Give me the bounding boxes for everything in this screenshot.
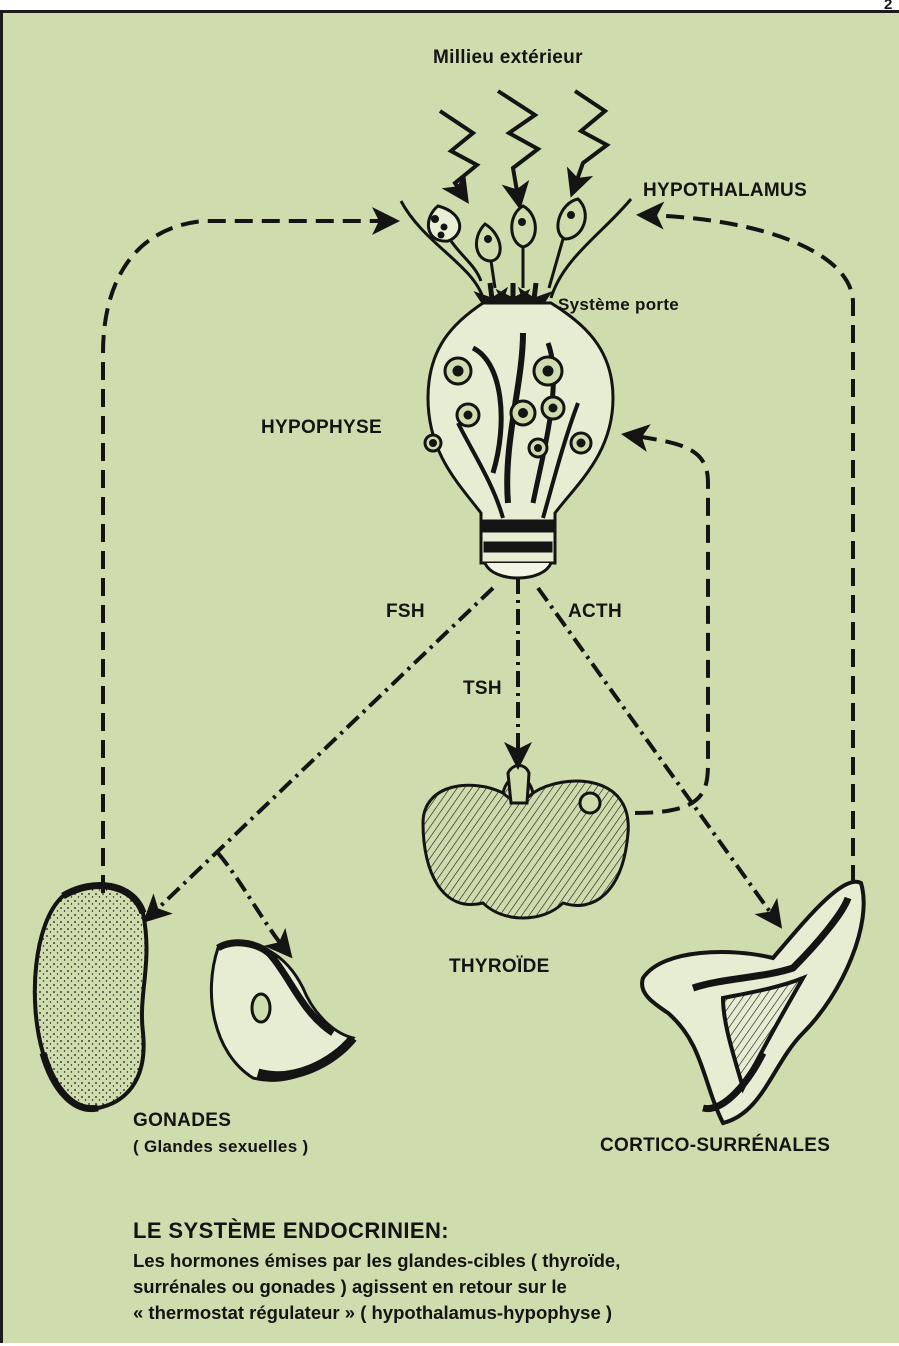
thyroide-drawing [423,766,628,919]
environment-zigzag-arrows [440,91,607,203]
label-thyroide: THYROÏDE [449,956,550,978]
caption-line: Les hormones émises par les glandes-cibl… [133,1248,620,1274]
hypophyse-drawing [425,303,613,578]
label-hypophyse: HYPOPHYSE [261,417,382,439]
cortico-surrenale-drawing [642,882,864,1123]
feedback-gonades [103,221,393,893]
diagram-panel: Millieu extérieur HYPOTHALAMUS Système p… [0,10,899,1343]
label-milieu-exterieur: Millieu extérieur [433,47,583,69]
feedback-cortico [643,215,853,883]
page-corner-mark: 2 [884,0,892,13]
label-gonades: GONADES [133,1110,231,1132]
label-cortico-surrenales: CORTICO-SURRÉNALES [600,1135,830,1157]
hypothalamus-drawing [401,199,631,298]
fsh-flow-branch [218,853,288,953]
caption: LE SYSTÈME ENDOCRINIEN: Les hormones émi… [133,1218,620,1326]
gonade-left-drawing [35,886,147,1109]
label-hypothalamus: HYPOTHALAMUS [643,180,807,202]
label-fsh: FSH [386,601,425,623]
caption-line: « thermostat régulateur » ( hypothalamus… [133,1300,620,1326]
caption-line: surrénales ou gonades ) agissent en reto… [133,1274,620,1300]
label-glandes-sexuelles: ( Glandes sexuelles ) [133,1137,308,1157]
feedback-thyroide [628,435,708,813]
label-acth: ACTH [568,601,622,623]
caption-body: Les hormones émises par les glandes-cibl… [133,1248,620,1326]
gonade-right-drawing [211,943,353,1080]
caption-title: LE SYSTÈME ENDOCRINIEN: [133,1218,620,1244]
label-tsh: TSH [463,678,502,700]
label-systeme-porte: Système porte [558,295,679,315]
